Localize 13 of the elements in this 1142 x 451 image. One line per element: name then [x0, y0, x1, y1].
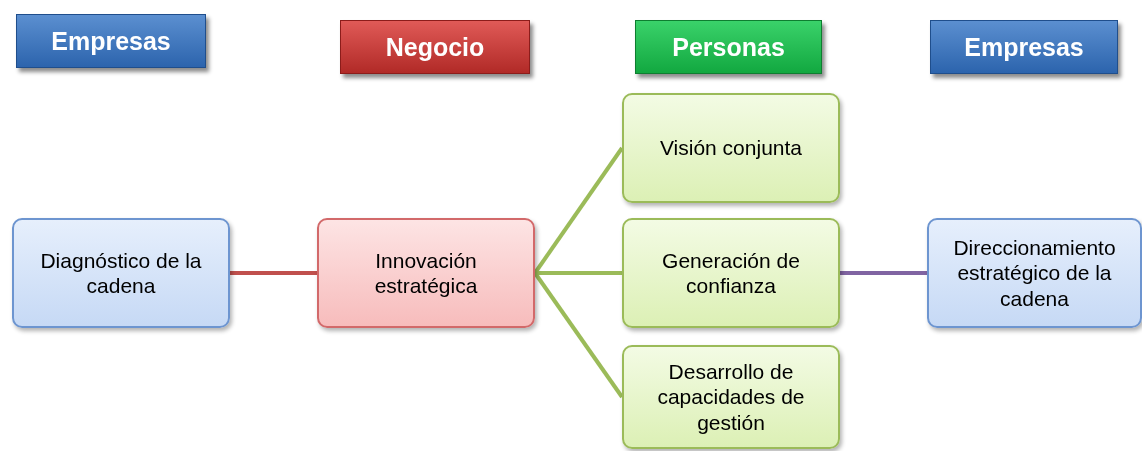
- connector-line: [840, 271, 927, 275]
- category-header: Personas: [635, 20, 822, 74]
- process-box: Visión conjunta: [622, 93, 840, 203]
- process-box: Generación de confianza: [622, 218, 840, 328]
- category-header: Empresas: [16, 14, 206, 68]
- connector-line: [535, 271, 622, 275]
- category-header: Empresas: [930, 20, 1118, 74]
- process-box: Direccionamiento estratégico de la cadena: [927, 218, 1142, 328]
- process-box: Desarrollo de capacidades de gestión: [622, 345, 840, 449]
- category-header: Negocio: [340, 20, 530, 74]
- process-box: Innovación estratégica: [317, 218, 535, 328]
- connector-line: [230, 271, 317, 275]
- process-box: Diagnóstico de la cadena: [12, 218, 230, 328]
